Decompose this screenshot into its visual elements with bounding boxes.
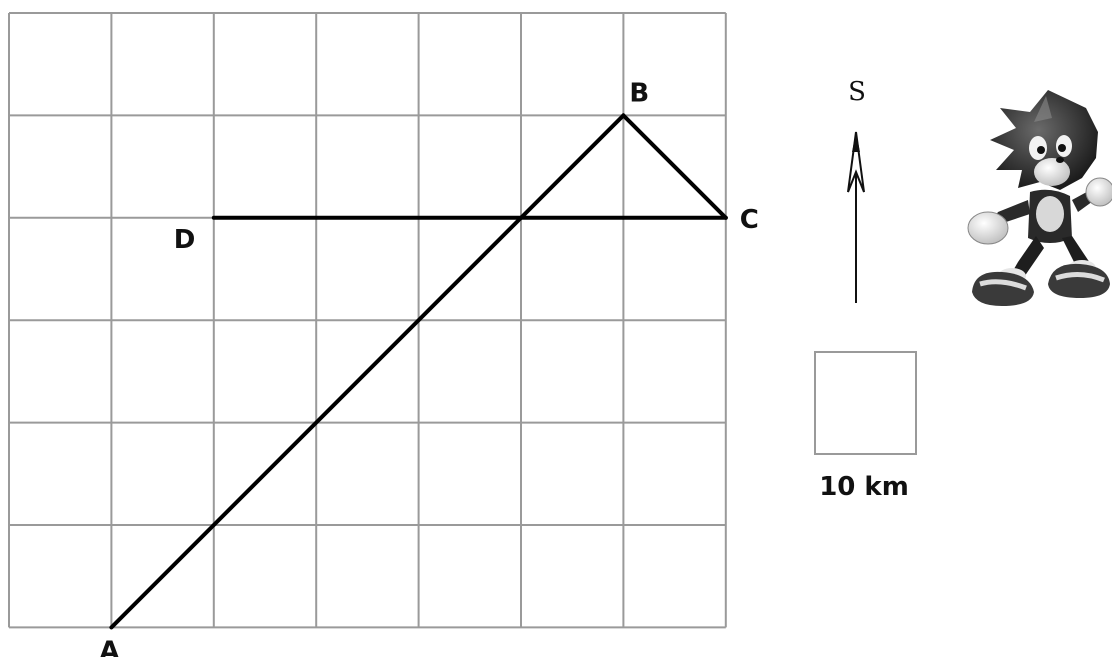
map-grid bbox=[8, 12, 727, 629]
point-label-c: C bbox=[740, 205, 759, 235]
segment-a-b bbox=[109, 113, 626, 630]
compass: S bbox=[847, 77, 866, 303]
compass-arrow-head-icon bbox=[847, 131, 865, 193]
point-label-a: A bbox=[99, 636, 119, 657]
segment-b-c bbox=[621, 113, 728, 220]
route-path bbox=[109, 113, 728, 630]
compass-arrow-tip-icon bbox=[852, 132, 860, 152]
scale-label: 10 km bbox=[819, 472, 909, 502]
point-label-b: B bbox=[629, 78, 649, 108]
point-label-d: D bbox=[174, 225, 196, 255]
hedgehog-character-figure bbox=[967, 90, 1112, 306]
scale-legend: 10 km bbox=[814, 351, 917, 502]
compass-direction-label: S bbox=[848, 77, 866, 107]
point-labels: A B C D bbox=[99, 78, 758, 657]
scale-square bbox=[814, 351, 917, 455]
